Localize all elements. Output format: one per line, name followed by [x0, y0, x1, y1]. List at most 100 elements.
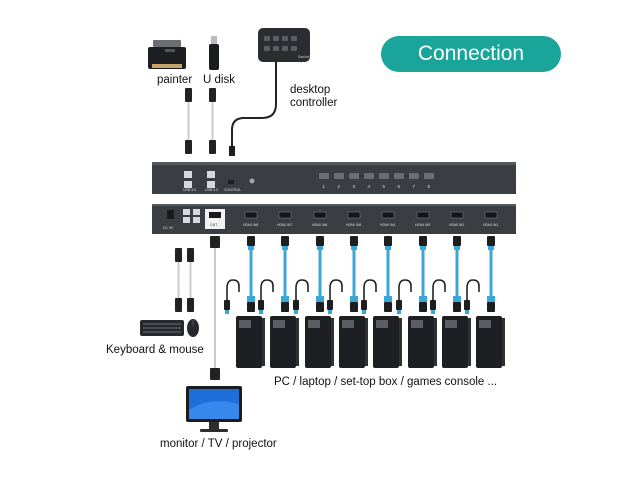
usb-cable	[398, 279, 412, 300]
monitor-label: monitor / TV / projector	[160, 438, 277, 450]
hdmi-plug	[350, 302, 358, 312]
pc-device-side	[502, 318, 505, 366]
controller-plug	[229, 146, 235, 156]
hdmi-plug-collar	[453, 296, 461, 302]
usb-plug	[327, 300, 333, 310]
hdmi-plug-collar	[419, 296, 427, 302]
hdmi-plug	[384, 236, 392, 246]
hdmi-plug-collar	[247, 296, 255, 302]
usb-cable	[329, 279, 343, 300]
select-button-number: 4	[368, 184, 371, 189]
pc-column	[293, 236, 334, 368]
usb-plug	[430, 300, 436, 310]
pc-device-badge	[273, 320, 285, 328]
keyboard-icon	[140, 320, 184, 336]
select-button-4[interactable]	[364, 173, 374, 179]
select-button-5[interactable]	[379, 173, 389, 179]
hdmi-plug-collar	[281, 296, 289, 302]
hdmi-plug-collar	[317, 246, 323, 250]
usb-plug	[361, 300, 367, 310]
usb-plug-tip	[397, 310, 401, 314]
pc-device-side	[331, 318, 334, 366]
hdmi-plug	[384, 302, 392, 312]
pc-device-icon	[373, 316, 399, 368]
usb-plug-tip	[225, 310, 229, 314]
controller-cable	[231, 62, 277, 148]
usb-port-label-2: USB 3.0	[205, 188, 218, 192]
pc-device-badge	[479, 320, 491, 328]
hdmi-in-label: HDMI IN8	[243, 223, 258, 227]
hdmi-in-label: HDMI IN7	[277, 223, 292, 227]
usb-cable	[432, 279, 446, 300]
hdmi-plug	[453, 302, 461, 312]
select-button-number: 2	[338, 184, 341, 189]
usb-plug-tip	[259, 310, 263, 314]
hdmi-in-port	[313, 211, 327, 219]
pc-device-side	[434, 318, 437, 366]
usb-drive-icon	[209, 36, 219, 70]
pc-device-icon	[339, 316, 365, 368]
pc-device-side	[296, 318, 299, 366]
hdmi-plug	[247, 302, 255, 312]
hdmi-plug	[316, 236, 324, 246]
monitor-hdmi-cable	[210, 236, 220, 380]
connection-title: Connection	[381, 36, 561, 72]
udisk-label: U disk	[203, 74, 235, 86]
pc-column	[396, 236, 437, 368]
hdmi-plug-collar	[488, 246, 494, 250]
select-button-6[interactable]	[394, 173, 404, 179]
usb-plug-tip	[294, 310, 298, 314]
pc-device-icon	[305, 316, 331, 368]
pc-column	[224, 236, 265, 368]
mouse-icon	[187, 319, 199, 337]
hdmi-plug-collar	[385, 246, 391, 250]
pc-device-badge	[342, 320, 354, 328]
usb-plug-tip	[362, 310, 366, 314]
select-button-number: 5	[383, 184, 386, 189]
usb-cable	[295, 279, 309, 300]
hdmi-plug	[350, 236, 358, 246]
select-button-8[interactable]	[424, 173, 434, 179]
select-button-1[interactable]	[319, 173, 329, 179]
select-button-number: 6	[398, 184, 401, 189]
hdmi-in-label: HDMI IN1	[483, 223, 498, 227]
hdmi-in-port	[416, 211, 430, 219]
pc-column	[430, 236, 471, 368]
hdmi-in-port	[450, 211, 464, 219]
pc-device-badge	[239, 320, 251, 328]
pc-device-side	[399, 318, 402, 366]
pc-device-side	[365, 318, 368, 366]
pc-device-badge	[376, 320, 388, 328]
desktop-controller: Sanlink	[258, 28, 310, 62]
hdmi-in-port	[381, 211, 395, 219]
udisk-usb-cable	[209, 88, 216, 154]
pc-device-icon	[270, 316, 296, 368]
hdmi-plug	[316, 302, 324, 312]
hdmi-out-label: OUT	[210, 223, 218, 227]
select-button-3[interactable]	[349, 173, 359, 179]
controller-label-line2: controller	[290, 97, 338, 109]
hdmi-plug-collar	[351, 246, 357, 250]
hdmi-plug-collar	[248, 246, 254, 250]
select-button-7[interactable]	[409, 173, 419, 179]
control-port-label: CONTROL	[224, 188, 241, 192]
hdmi-plug	[281, 236, 289, 246]
usb-plug-tip	[465, 310, 469, 314]
pcs-label: PC / laptop / set-top box / games consol…	[274, 376, 498, 388]
printer-label: painter	[157, 74, 193, 86]
usb-plug	[224, 300, 230, 310]
keyboard-mouse-label: Keyboard & mouse	[106, 344, 204, 356]
usb-plug-tip	[431, 310, 435, 314]
keyboard-mouse-cables	[175, 248, 194, 312]
pc-device-icon	[476, 316, 502, 368]
usb-plug	[293, 300, 299, 310]
usb-plug	[464, 300, 470, 310]
pc-device-badge	[308, 320, 320, 328]
select-button-2[interactable]	[334, 173, 344, 179]
pc-device-side	[262, 318, 265, 366]
hdmi-plug	[453, 236, 461, 246]
hdmi-in-label: HDMI IN4	[380, 223, 395, 227]
